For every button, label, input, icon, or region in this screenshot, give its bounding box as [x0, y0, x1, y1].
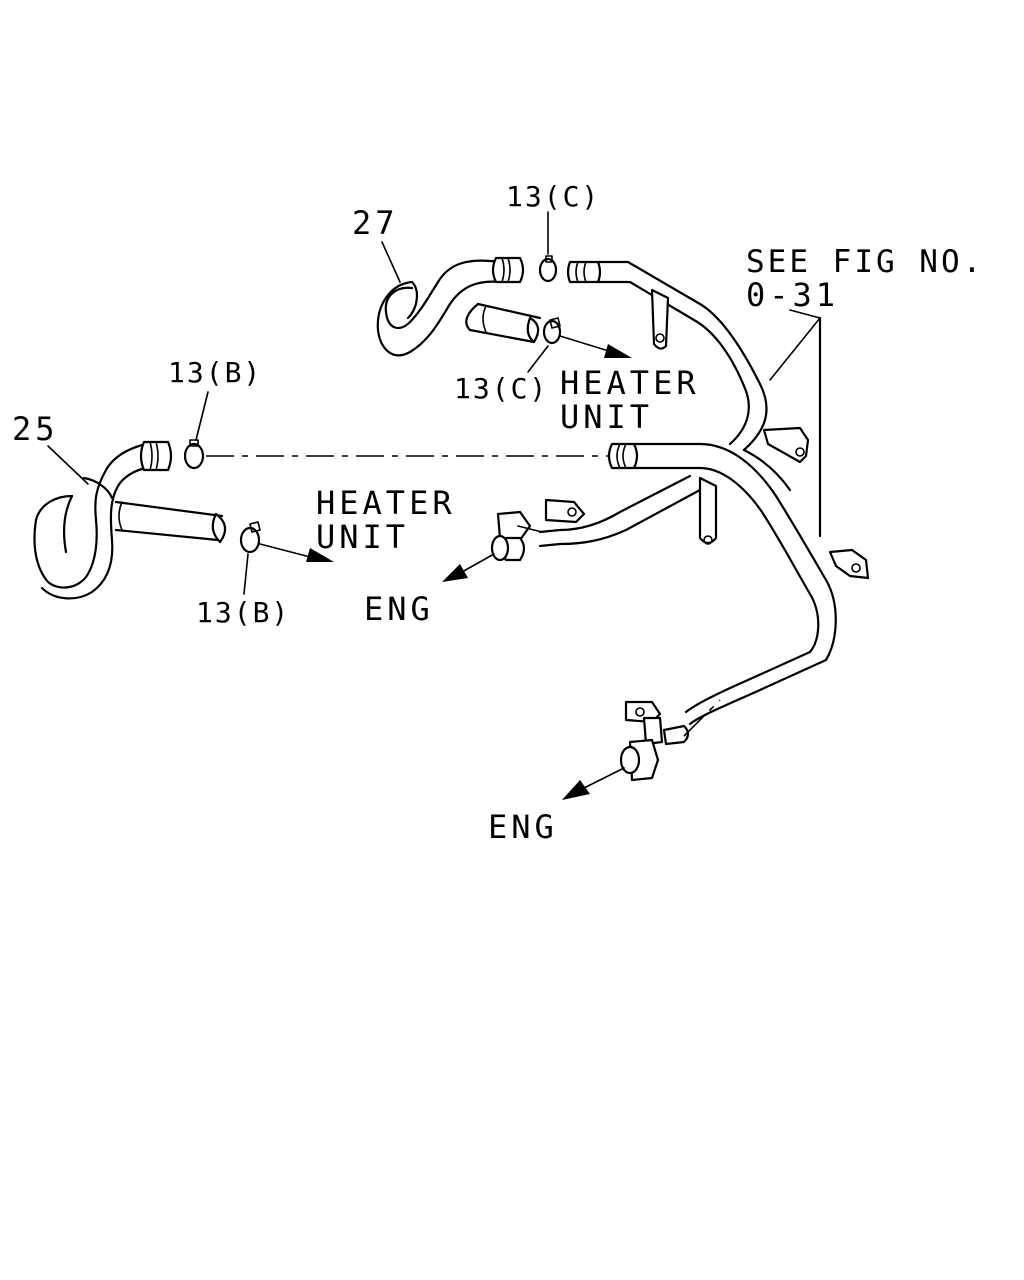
callout-leaders	[47, 241, 401, 485]
hose-25	[33, 440, 227, 600]
see-fig-line1: SEE FIG NO.	[746, 244, 984, 280]
heater-unit-upper-line1: HEATER	[560, 364, 700, 402]
clamp-13b-lower	[239, 521, 261, 595]
clamp-13b-top	[183, 391, 209, 470]
clamp-13c-top	[538, 211, 558, 283]
eng-label-lower: ENG	[488, 808, 558, 846]
middle-pipe-assembly	[607, 442, 837, 726]
callout-13c-lower: 13(C)	[454, 372, 548, 405]
hose-27	[376, 256, 542, 357]
mounting-bracket	[762, 309, 870, 580]
callout-13b-top: 13(B)	[168, 356, 262, 389]
callout-27: 27	[352, 204, 399, 242]
upper-pipe-assembly	[566, 260, 768, 452]
eng-label-upper: ENG	[364, 590, 434, 628]
callout-25: 25	[12, 410, 59, 448]
arrow-heater-lower	[259, 543, 334, 562]
heater-unit-upper-line2: UNIT	[560, 398, 653, 436]
heater-unit-lower-line2: UNIT	[316, 518, 409, 556]
callout-13c-top: 13(C)	[506, 180, 600, 213]
pipe-to-eng-lower	[562, 699, 721, 800]
heater-unit-lower-line1: HEATER	[316, 484, 456, 522]
see-fig-line2: 0-31	[746, 276, 839, 314]
callout-13b-lower: 13(B)	[196, 596, 290, 629]
pipe-to-eng-upper	[442, 474, 702, 582]
arrow-heater-upper	[559, 335, 632, 358]
clamp-13c-lower	[527, 317, 562, 373]
